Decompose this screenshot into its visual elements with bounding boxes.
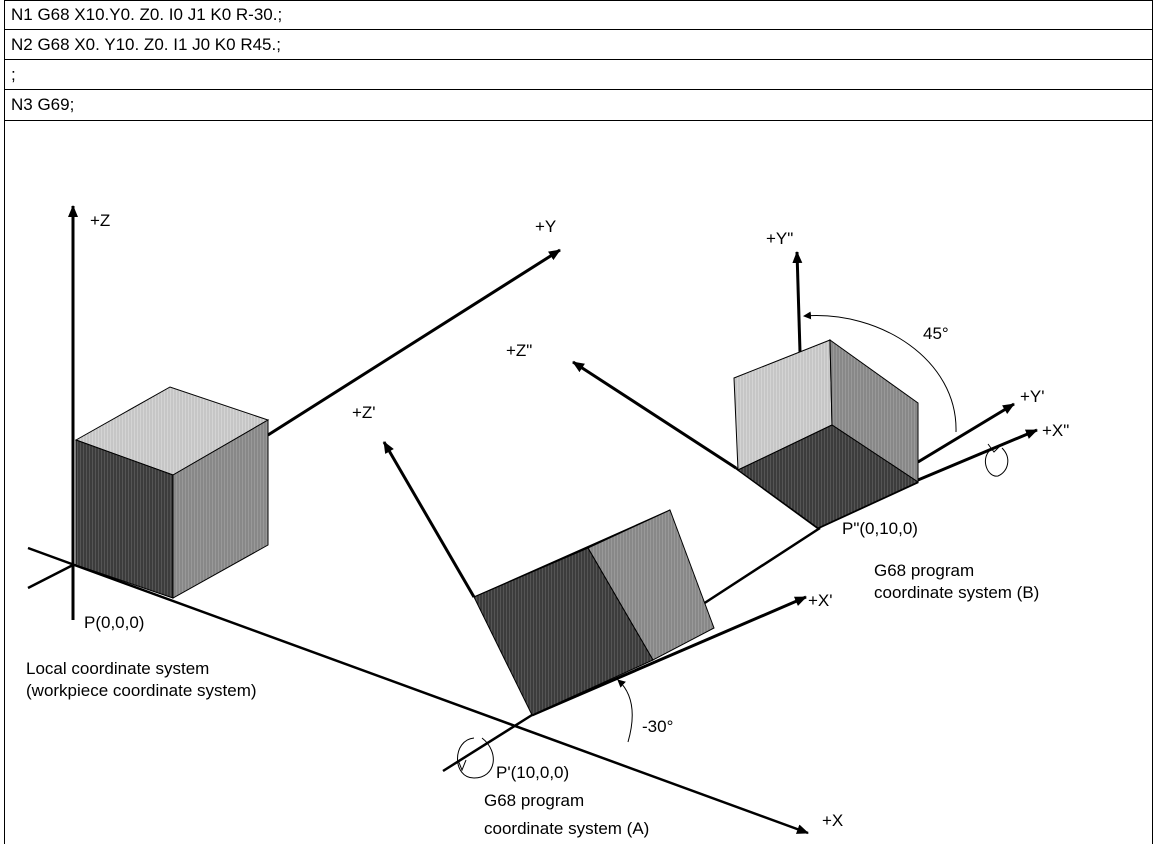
origin-cube xyxy=(74,386,270,599)
rotation-arc-a xyxy=(617,679,633,743)
z-prime-axis xyxy=(382,441,476,598)
local-x-axis xyxy=(27,546,809,835)
label-x-axis: +X xyxy=(822,811,843,830)
x-double-axis xyxy=(917,428,1038,482)
label-angle-a: -30° xyxy=(642,717,673,736)
y-double-axis xyxy=(792,251,803,353)
label-z-prime-axis: +Z' xyxy=(352,403,376,422)
label-z-axis: +Z xyxy=(90,211,110,230)
rotated-cube-b xyxy=(733,339,920,529)
caption-local-2: (workpiece coordinate system) xyxy=(26,681,257,700)
local-y-axis xyxy=(267,248,561,437)
rotation-arc-b xyxy=(803,311,957,433)
rotation-symbol-b xyxy=(985,447,1009,477)
label-y-double-axis: +Y" xyxy=(766,229,793,248)
label-x-prime-axis: +X' xyxy=(808,591,833,610)
label-y-prime-axis: +Y' xyxy=(1020,387,1045,406)
z-double-axis xyxy=(572,360,737,470)
local-x-axis-back xyxy=(27,563,74,590)
caption-a-1: G68 program xyxy=(484,791,584,810)
label-angle-b: 45° xyxy=(923,324,949,343)
caption-local-1: Local coordinate system xyxy=(26,659,209,678)
label-x-double-axis: +X" xyxy=(1042,421,1069,440)
x-prime-axis xyxy=(531,595,807,717)
label-point-p-prime: P'(10,0,0) xyxy=(496,763,569,782)
label-z-double-axis: +Z" xyxy=(506,341,532,360)
caption-b-2: coordinate system (B) xyxy=(874,583,1039,602)
caption-a-2: coordinate system (A) xyxy=(484,819,649,838)
diagram-frame xyxy=(4,120,1153,844)
rotation-symbol-a xyxy=(457,737,494,779)
a-to-b-connector xyxy=(699,526,821,608)
caption-b-1: G68 program xyxy=(874,561,974,580)
y-prime-axis xyxy=(917,402,1015,464)
label-point-p-double: P"(0,10,0) xyxy=(842,519,918,538)
rotated-cube-a xyxy=(473,509,715,716)
label-point-p: P(0,0,0) xyxy=(84,613,144,632)
label-y-axis: +Y xyxy=(535,217,556,236)
